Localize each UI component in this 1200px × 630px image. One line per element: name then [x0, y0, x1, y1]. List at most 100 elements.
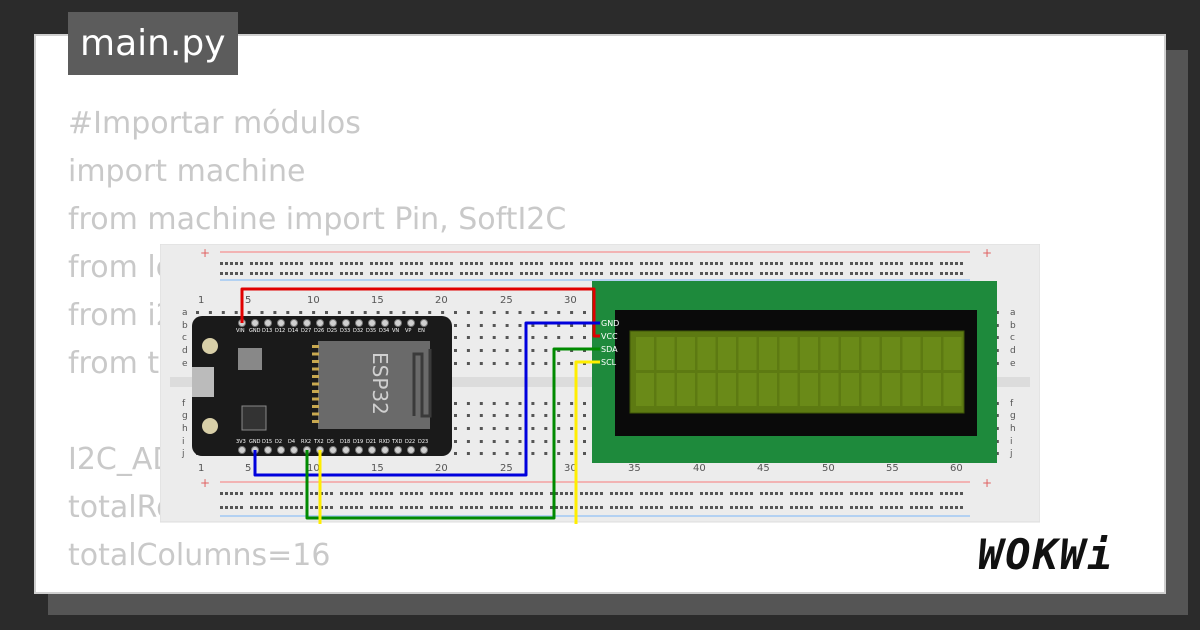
esp32-pin[interactable]	[329, 446, 337, 454]
wire-tx2-scl[interactable]	[318, 360, 600, 524]
esp32-pin[interactable]	[394, 446, 402, 454]
breadboard-hole	[402, 311, 406, 314]
esp32-pin[interactable]	[251, 319, 259, 327]
boot-button[interactable]	[202, 338, 218, 354]
esp32-pin[interactable]	[381, 319, 389, 327]
rail-hole	[345, 506, 348, 509]
code-line: from lc	[68, 250, 173, 285]
rail-hole	[240, 272, 243, 275]
esp32-pin[interactable]	[290, 319, 298, 327]
rail-hole	[865, 492, 868, 495]
rail-hole	[555, 262, 558, 265]
esp32-pin[interactable]	[264, 446, 272, 454]
rail-hole	[950, 506, 953, 509]
lcd-pin-sda[interactable]: SDA	[601, 345, 618, 354]
rail-hole	[610, 492, 613, 495]
rail-hole	[855, 262, 858, 265]
rail-hole	[325, 492, 328, 495]
rail-hole	[660, 492, 663, 495]
rail-hole	[835, 272, 838, 275]
rail-hole	[450, 272, 453, 275]
esp32-pin[interactable]	[290, 446, 298, 454]
rail-hole	[420, 272, 423, 275]
esp32-pin[interactable]	[329, 319, 337, 327]
esp32-pin-top: D12	[275, 328, 285, 334]
rail-hole	[650, 262, 653, 265]
rail-hole	[315, 272, 318, 275]
rail-hole	[255, 272, 258, 275]
lcd-char-cell	[759, 373, 777, 406]
rail-hole	[770, 272, 773, 275]
lcd-pin-vcc[interactable]: VCC	[601, 332, 618, 341]
esp32-pin[interactable]	[277, 319, 285, 327]
rail-hole	[615, 272, 618, 275]
esp32-pin[interactable]	[407, 446, 415, 454]
rail-hole	[610, 272, 613, 275]
rail-hole	[775, 262, 778, 265]
rail-hole	[945, 506, 948, 509]
wire-vin-vcc[interactable]	[240, 287, 600, 338]
esp32-pin[interactable]	[355, 319, 363, 327]
esp32-pin-bottom: D4	[288, 439, 295, 445]
rail-hole	[260, 262, 263, 265]
rail-hole	[430, 272, 433, 275]
esp32-pin-bottom: RX2	[301, 439, 311, 445]
wire-rx2-sda[interactable]	[305, 347, 600, 520]
esp32-pin[interactable]	[355, 446, 363, 454]
rail-hole	[355, 272, 358, 275]
esp32-pin[interactable]	[420, 319, 428, 327]
esp32-pin[interactable]	[342, 319, 350, 327]
lcd-pin-gnd[interactable]: GND	[601, 319, 619, 328]
esp32-pin-top: D32	[353, 328, 363, 334]
row-label: e	[1010, 359, 1016, 369]
esp32-pin[interactable]	[381, 446, 389, 454]
esp32-pin[interactable]	[342, 446, 350, 454]
breadboard-hole	[337, 311, 341, 314]
rail-hole	[770, 492, 773, 495]
esp32-pin[interactable]	[303, 319, 311, 327]
rail-hole	[585, 506, 588, 509]
rail-hole	[530, 272, 533, 275]
rail-hole	[430, 506, 433, 509]
rail-hole	[490, 506, 493, 509]
esp32-pin[interactable]	[238, 446, 246, 454]
rail-hole	[350, 262, 353, 265]
lcd-char-cell	[656, 337, 675, 370]
wire-gnd-gnd[interactable]	[253, 321, 600, 477]
esp32-pin[interactable]	[264, 319, 272, 327]
rail-hole	[655, 492, 658, 495]
esp32-pin[interactable]	[368, 446, 376, 454]
esp32-pin-top: D35	[366, 328, 376, 334]
rail-hole	[685, 506, 688, 509]
esp32-pin[interactable]	[420, 446, 428, 454]
column-label: 5	[245, 463, 251, 474]
breadboard-hole	[505, 349, 509, 352]
rail-hole	[450, 262, 453, 265]
esp32-pin[interactable]	[394, 319, 402, 327]
esp32-pin[interactable]	[407, 319, 415, 327]
rail-hole	[860, 272, 863, 275]
rail-hole	[620, 506, 623, 509]
rail-hole	[580, 272, 583, 275]
esp32-pin[interactable]	[368, 319, 376, 327]
rail-plus: +	[200, 476, 210, 490]
esp32-pin[interactable]	[277, 446, 285, 454]
rail-hole	[360, 492, 363, 495]
rail-hole	[570, 262, 573, 265]
rail-hole	[460, 272, 463, 275]
rail-hole	[895, 272, 898, 275]
breadboard-hole	[505, 452, 509, 455]
row-label: i	[1010, 437, 1013, 447]
rail-hole	[615, 492, 618, 495]
rail-hole	[325, 262, 328, 265]
breadboard-hole	[995, 452, 999, 455]
file-tab[interactable]: main.py	[68, 12, 238, 75]
rail-hole	[590, 262, 593, 265]
reset-button[interactable]	[202, 418, 218, 434]
row-label: a	[182, 308, 188, 318]
rail-hole	[735, 262, 738, 265]
lcd-pin-scl[interactable]: SCL	[601, 358, 617, 367]
breadboard-hole	[466, 349, 470, 352]
esp32-pin[interactable]	[316, 319, 324, 327]
esp32-module	[318, 341, 430, 429]
